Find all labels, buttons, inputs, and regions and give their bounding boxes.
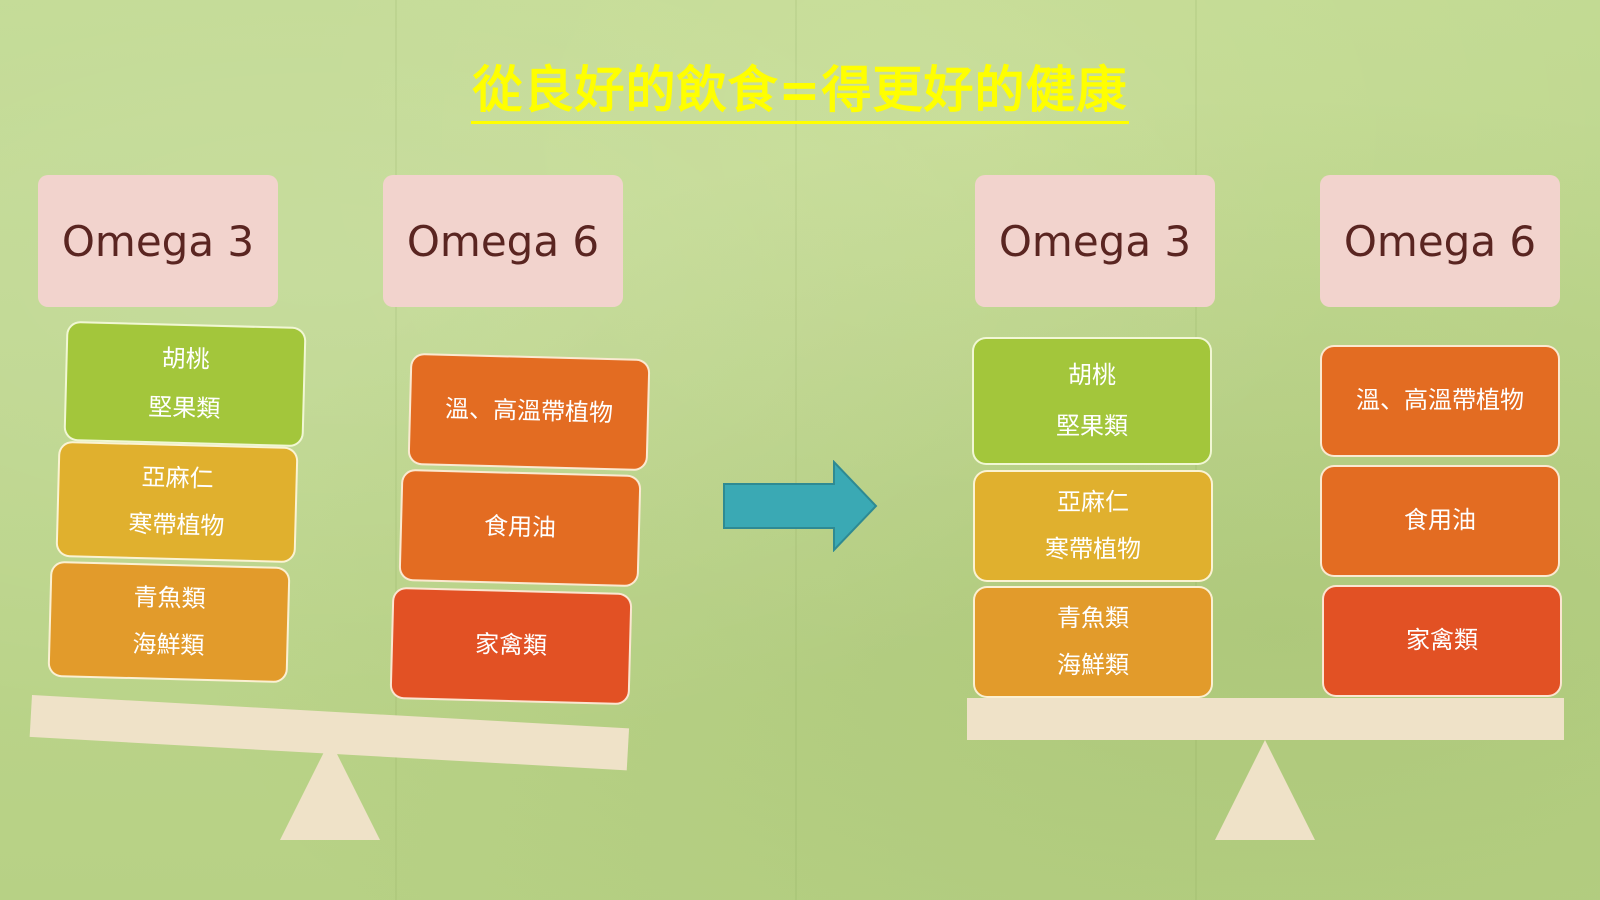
item-label: 寒帶植物 (1045, 534, 1141, 563)
item-label: 亞麻仁 (1057, 488, 1129, 517)
left-omega6-item-poultry: 家禽類 (389, 586, 633, 706)
item-label: 胡桃 (161, 344, 211, 374)
item-label: 青魚類 (133, 582, 206, 613)
item-label: 海鮮類 (132, 630, 205, 661)
item-label: 家禽類 (1406, 626, 1478, 655)
background-fold (795, 0, 797, 900)
right-scale-fulcrum (1215, 740, 1315, 840)
item-label: 寒帶植物 (128, 509, 225, 541)
right-omega6-item-plants: 溫、高溫帶植物 (1320, 345, 1560, 457)
left-omega6-item-oil: 食用油 (398, 468, 642, 588)
background-fold (395, 0, 397, 900)
item-label: 海鮮類 (1057, 650, 1129, 679)
left-omega6-item-plants: 溫、高溫帶植物 (407, 352, 651, 472)
right-omega3-item-flax: 亞麻仁 寒帶植物 (973, 470, 1213, 582)
right-omega3-item-fish: 青魚類 海鮮類 (973, 586, 1213, 698)
right-omega6-item-poultry: 家禽類 (1322, 585, 1562, 697)
right-scale-beam (967, 698, 1564, 740)
left-omega6-header: Omega 6 (383, 175, 623, 307)
item-label: 亞麻仁 (141, 462, 214, 493)
right-omega6-item-oil: 食用油 (1320, 465, 1560, 577)
right-omega6-header: Omega 6 (1320, 175, 1560, 307)
right-arrow-icon (723, 460, 878, 552)
left-scale-fulcrum (280, 740, 380, 840)
page-title: 從良好的飲食=得更好的健康 (0, 50, 1600, 124)
item-label: 食用油 (1404, 506, 1476, 535)
item-label: 胡桃 (1068, 360, 1116, 389)
right-omega3-item-walnut: 胡桃 堅果類 (972, 337, 1212, 465)
item-label: 食用油 (483, 512, 557, 543)
item-label: 溫、高溫帶植物 (1356, 386, 1524, 415)
left-omega3-header: Omega 3 (38, 175, 278, 307)
item-label: 溫、高溫帶植物 (444, 395, 614, 428)
left-omega3-item-fish: 青魚類 海鮮類 (47, 560, 291, 684)
item-label: 家禽類 (474, 630, 548, 661)
page-title-text: 從良好的飲食=得更好的健康 (470, 61, 1130, 124)
left-omega3-item-walnut: 胡桃 堅果類 (63, 320, 307, 448)
item-label: 堅果類 (148, 392, 221, 423)
item-label: 青魚類 (1057, 604, 1129, 633)
right-omega3-header: Omega 3 (975, 175, 1215, 307)
item-label: 堅果類 (1056, 412, 1128, 441)
left-omega3-item-flax: 亞麻仁 寒帶植物 (55, 440, 299, 564)
